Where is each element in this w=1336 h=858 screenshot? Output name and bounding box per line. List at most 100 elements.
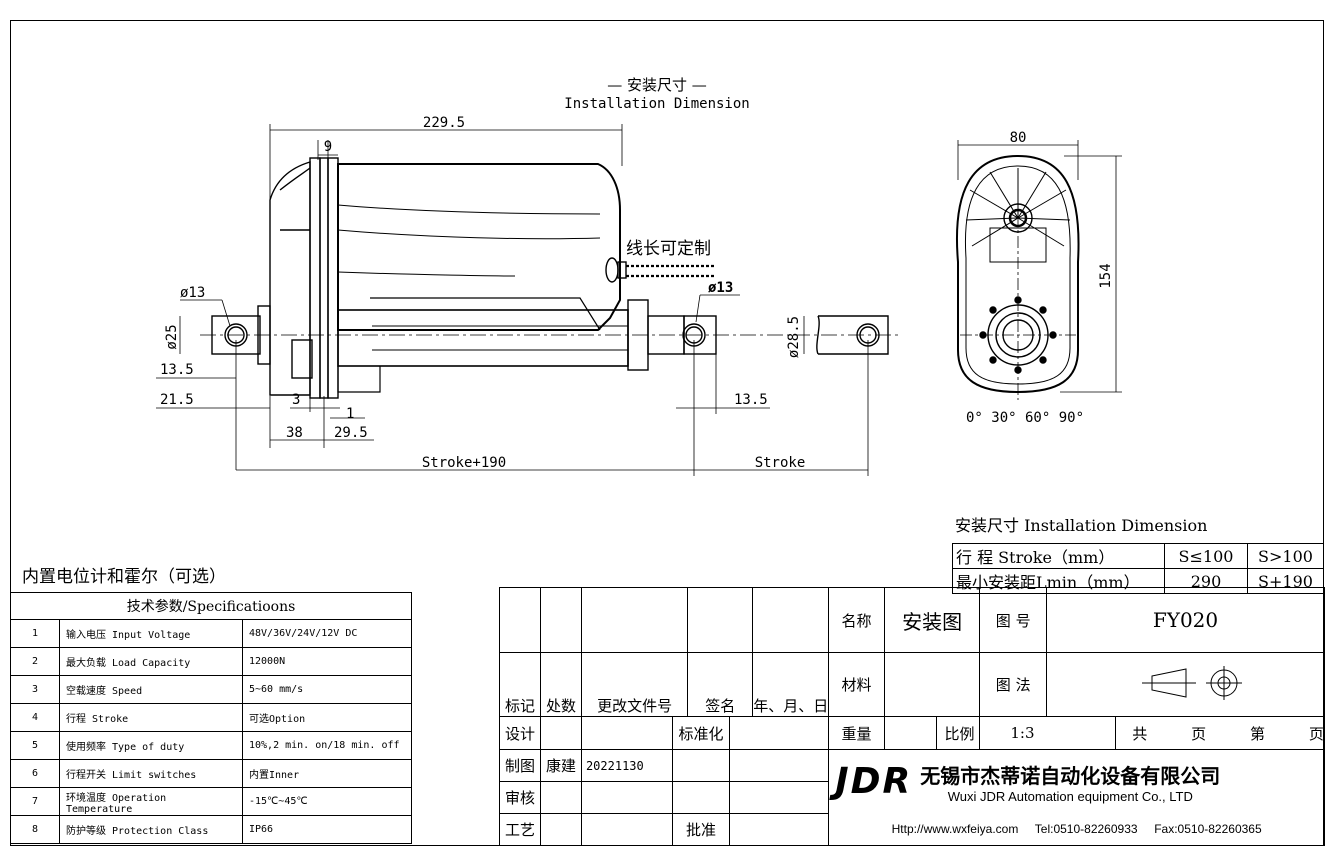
spec-name: 行程 Stroke — [59, 703, 243, 732]
revision-header: 更改文件号 — [580, 652, 689, 717]
dim-3: 3 — [292, 392, 300, 408]
spec-no: 8 — [10, 815, 60, 844]
install-heading: 安装尺寸 Installation Dimension — [955, 516, 1208, 535]
design-label: 设计 — [499, 716, 541, 750]
spec-header: 技术参数/Specificatioons — [10, 592, 412, 620]
standard-label: 标准化 — [671, 716, 731, 750]
company-block: JDR 无锡市杰蒂诺自动化设备有限公司 Wuxi JDR Automation … — [828, 749, 1325, 814]
spec-value: 可选Option — [242, 703, 412, 732]
third-angle-projection-icon — [1141, 665, 1242, 700]
spec-name: 使用频率 Type of duty — [59, 731, 243, 760]
heading-cn: — 安装尺寸 — — [607, 76, 707, 94]
drawing-no-label: 图 号 — [979, 587, 1048, 653]
dim-229-5: 229.5 — [423, 115, 465, 131]
dim-stroke: Stroke — [755, 455, 806, 471]
company-logo: JDR — [835, 761, 913, 803]
contact-line: Http://www.wxfeiya.com Tel:0510-82260933… — [828, 813, 1325, 846]
material-label: 材料 — [828, 652, 885, 717]
drawing-frame — [10, 20, 1324, 846]
weight-label: 重量 — [828, 716, 885, 750]
scale-value: 1:3 — [979, 716, 1117, 750]
dimension-texts: 229.5 9 ø13 ø25 13.5 21.5 3 1 38 29.5 St… — [160, 115, 805, 471]
process-label: 工艺 — [499, 813, 541, 846]
page-unit: 页 — [1191, 724, 1207, 743]
options-note: 内置电位计和霍尔（可选） — [22, 567, 226, 587]
dim-stroke-190: Stroke+190 — [422, 455, 506, 471]
drawing-no: FY020 — [1046, 587, 1325, 653]
dim-9: 9 — [324, 139, 332, 155]
spec-name: 防护等级 Protection Class — [59, 815, 243, 844]
dim-38: 38 — [286, 425, 303, 441]
spec-value: 10%,2 min. on/18 min. off — [242, 731, 412, 760]
actuator-end-view — [956, 140, 1122, 400]
dim-21-5: 21.5 — [160, 392, 194, 408]
spec-value: -15℃~45℃ — [242, 787, 412, 816]
drawn-label: 制图 — [499, 749, 541, 782]
spec-name: 环境温度 Operation Temperature — [59, 787, 243, 816]
spec-name: 行程开关 Limit switches — [59, 759, 243, 788]
approve-label: 批准 — [671, 813, 731, 846]
revision-header: 签名 — [687, 652, 754, 717]
spec-value: 内置Inner — [242, 759, 412, 788]
spec-no: 6 — [10, 759, 60, 788]
website: Http://www.wxfeiya.com — [891, 822, 1019, 837]
revision-header: 标记 — [499, 652, 541, 717]
spec-no: 1 — [10, 619, 60, 648]
install-row1-label: 行 程 Stroke（mm） — [952, 543, 1165, 569]
company-en: Wuxi JDR Automation equipment Co., LTD — [947, 788, 1193, 804]
sheet-label: 第 — [1250, 724, 1266, 743]
projection-symbol — [1046, 652, 1325, 717]
dim-13-5-right: 13.5 — [734, 392, 768, 408]
install-row1-b: S>100 — [1247, 543, 1324, 569]
spec-no: 5 — [10, 731, 60, 760]
spec-name: 输入电压 Input Voltage — [59, 619, 243, 648]
company-cn: 无锡市杰蒂诺自动化设备有限公司 — [920, 763, 1221, 788]
total-label: 共 — [1132, 724, 1148, 743]
title-block: 名称 安装图 图 号 FY020 标记处数更改文件号签名年、月、日 材料 图 法… — [499, 587, 1325, 846]
spec-no: 3 — [10, 675, 60, 704]
drawn-by: 康建 — [539, 749, 582, 782]
dim-13-5-left: 13.5 — [160, 362, 194, 378]
method-label: 图 法 — [979, 652, 1048, 717]
spec-value: IP66 — [242, 815, 412, 844]
dim-1: 1 — [346, 406, 354, 422]
drawn-date: 20221130 — [580, 749, 673, 782]
fax: Fax:0510-82260365 — [1154, 822, 1262, 837]
spec-value: 12000N — [242, 647, 412, 676]
review-label: 审核 — [499, 781, 541, 814]
name-label: 名称 — [828, 587, 885, 653]
scale-label: 比例 — [935, 716, 981, 750]
dim-154: 154 — [1098, 263, 1114, 288]
rotation-angles: 0° 30° 60° 90° — [966, 410, 1084, 426]
spec-no: 7 — [10, 787, 60, 816]
spec-no: 2 — [10, 647, 60, 676]
spec-value: 5~60 mm/s — [242, 675, 412, 704]
install-row1-a: S≤100 — [1164, 543, 1248, 569]
dim-29-5: 29.5 — [334, 425, 368, 441]
name-value: 安装图 — [883, 587, 981, 653]
dim-ø13-front: ø13 — [708, 280, 733, 296]
actuator-side-view — [200, 157, 900, 399]
sheet-unit: 页 — [1308, 724, 1324, 743]
dim-ø28-5: ø28.5 — [786, 316, 802, 358]
telephone: Tel:0510-82260933 — [1034, 822, 1138, 837]
revision-header: 处数 — [539, 652, 582, 717]
spec-no: 4 — [10, 703, 60, 732]
sheet-info: 共 页 第 页 — [1115, 716, 1325, 750]
dimension-lines — [156, 124, 869, 476]
cable-note: 线长可定制 — [626, 239, 711, 259]
spec-name: 空载速度 Speed — [59, 675, 243, 704]
revision-header: 年、月、日 — [752, 652, 830, 717]
spec-value: 48V/36V/24V/12V DC — [242, 619, 412, 648]
dim-ø25: ø25 — [164, 324, 180, 349]
